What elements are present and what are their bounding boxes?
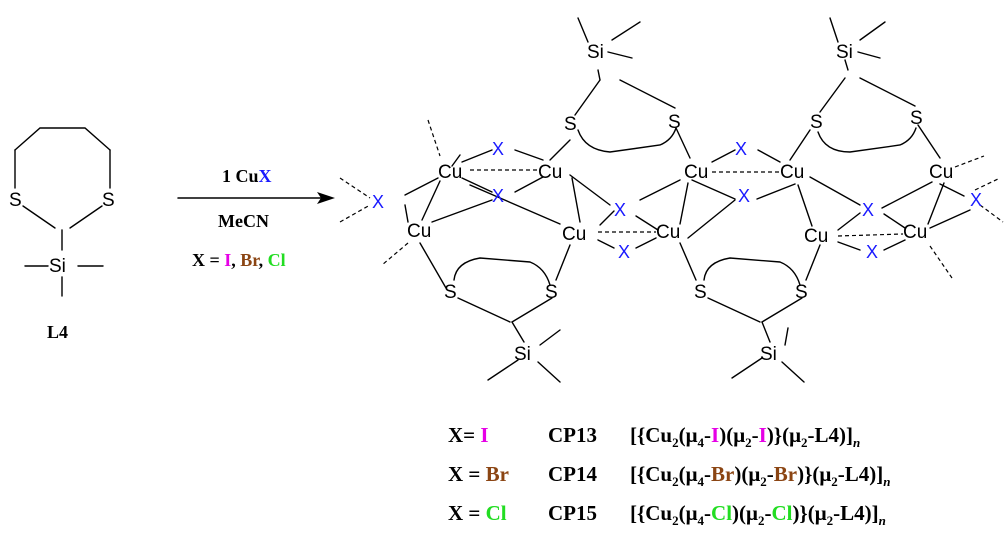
ligand-l4-structure: S S Si	[9, 127, 115, 297]
product-row-cp14: X = Br CP14 [{Cu2(μ4-Br)(μ2-Br)}(μ2-L4)]…	[448, 462, 891, 489]
ligand-silicon: Si	[49, 256, 66, 277]
product-halide: I	[480, 423, 488, 447]
silicon-atom: Si	[587, 42, 604, 63]
product-code: CP13	[548, 423, 597, 447]
product-code: CP15	[548, 501, 597, 525]
ligand-sulfur-left: S	[9, 190, 22, 211]
reaction-arrow	[177, 192, 335, 204]
copper-atom: Cu	[804, 226, 828, 247]
sulfur-atom: S	[668, 112, 681, 133]
halide-atom: X	[492, 139, 504, 159]
copper-atom: Cu	[903, 222, 927, 243]
product-row-cp13: X= I CP13 [{Cu2(μ4-I)(μ2-I)}(μ2-L4)]n	[448, 423, 860, 450]
sulfur-atom: S	[910, 108, 923, 129]
sulfur-atom: S	[694, 282, 707, 303]
halide-separator-2: ,	[259, 250, 268, 270]
product-halide: Br	[486, 462, 509, 486]
silicon-atom: Si	[836, 42, 853, 63]
halide-atom: X	[738, 186, 750, 206]
product-halide: Cl	[486, 501, 507, 525]
halide-atom: X	[970, 190, 982, 210]
copper-atom: Cu	[656, 222, 680, 243]
coordination-polymer: Cu Cu Cu Cu Cu Cu Cu Cu Cu Cu X X X X X …	[339, 17, 1004, 383]
halide-atom: X	[618, 242, 630, 262]
halide-atom: X	[735, 139, 747, 159]
copper-atom: Cu	[562, 224, 586, 245]
copper-atom: Cu	[538, 162, 562, 183]
halide-atom: X	[492, 186, 504, 206]
product-x-label: X =	[448, 462, 486, 486]
halide-option-chloride: Cl	[268, 250, 286, 270]
ligand-sulfur-right: S	[102, 190, 115, 211]
product-formula: [{Cu2(μ4-Br)(μ2-Br)}(μ2-L4)]n	[630, 462, 891, 489]
halide-atom: X	[372, 192, 384, 212]
copper-atom: Cu	[407, 221, 431, 242]
reagent-halide: X	[259, 166, 272, 186]
sulfur-atom: S	[545, 282, 558, 303]
reagent-label: 1 CuX	[222, 166, 272, 186]
halide-option-bromide: Br	[240, 250, 260, 270]
halide-atom: X	[862, 200, 874, 220]
solvent-label: MeCN	[218, 211, 269, 231]
product-code: CP14	[548, 462, 597, 486]
halide-separator-1: ,	[231, 250, 240, 270]
silicon-atom: Si	[514, 344, 531, 365]
copper-atom: Cu	[780, 162, 804, 183]
ligand-label: L4	[47, 322, 68, 342]
halide-options-prefix: X =	[192, 250, 224, 270]
product-formula: [{Cu2(μ4-Cl)(μ2-Cl)}(μ2-L4)]n	[630, 501, 886, 528]
halide-atom: X	[866, 242, 878, 262]
copper-atom: Cu	[929, 162, 953, 183]
silicon-atom: Si	[760, 344, 777, 365]
halide-atom: X	[614, 200, 626, 220]
halide-option-iodide: I	[224, 250, 231, 270]
halide-options: X = I, Br, Cl	[192, 250, 286, 270]
sulfur-atom: S	[810, 112, 823, 133]
product-x-label: X=	[448, 423, 480, 447]
sulfur-atom: S	[444, 282, 457, 303]
sulfur-atom: S	[564, 114, 577, 135]
product-x-label: X =	[448, 501, 486, 525]
product-row-cp15: X = Cl CP15 [{Cu2(μ4-Cl)(μ2-Cl)}(μ2-L4)]…	[448, 501, 886, 528]
reagent-prefix: 1 Cu	[222, 166, 259, 186]
copper-atom: Cu	[684, 162, 708, 183]
product-formula: [{Cu2(μ4-I)(μ2-I)}(μ2-L4)]n	[630, 423, 860, 450]
sulfur-atom: S	[795, 282, 808, 303]
product-legend: X= I CP13 [{Cu2(μ4-I)(μ2-I)}(μ2-L4)]n X …	[448, 423, 891, 528]
copper-atom: Cu	[438, 162, 462, 183]
